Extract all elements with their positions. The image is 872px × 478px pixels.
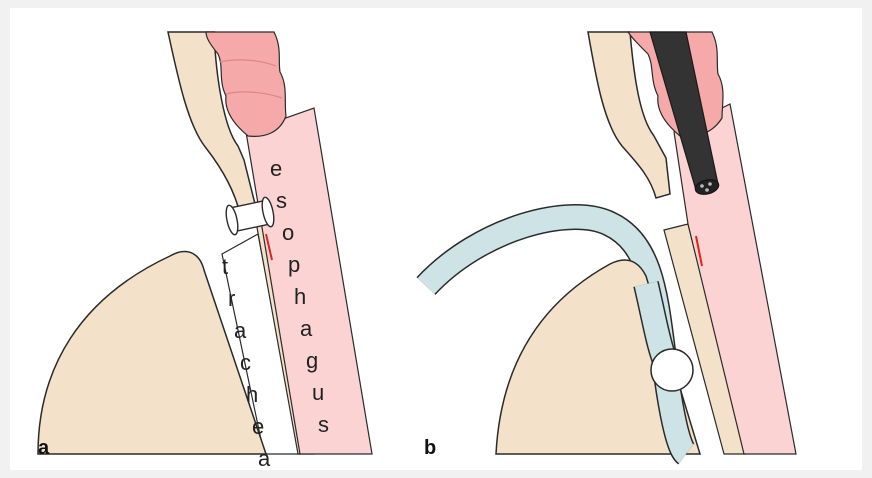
figure: e s o p h a g u s t r a c h e a a: [10, 8, 862, 470]
panel-a-letter: a: [38, 437, 50, 459]
esophagus-label-letter: s: [276, 188, 287, 213]
esophagus-label-letter: u: [312, 380, 324, 405]
tube-cuff: [651, 349, 693, 391]
trachea-label-letter: h: [246, 382, 258, 407]
esophagus-label-letter: s: [318, 412, 329, 437]
esophagus-label-letter: e: [270, 156, 282, 181]
panel-a: e s o p h a g u s t r a c h e a a: [38, 32, 372, 470]
esophagus-label-letter: o: [282, 220, 294, 245]
trachea-label-letter: t: [222, 254, 228, 279]
trachea-label-letter: a: [234, 318, 247, 343]
esophagus-label-letter: a: [300, 316, 313, 341]
panel-b: b: [424, 32, 796, 459]
trachea-label-letter: c: [240, 350, 251, 375]
esophagus-label-letter: g: [306, 348, 318, 373]
esophagus-label-letter: h: [294, 284, 306, 309]
trachea-label-letter: a: [258, 446, 271, 470]
trachea-label-letter: e: [252, 414, 264, 439]
panel-b-letter: b: [424, 437, 436, 459]
diagram-canvas: e s o p h a g u s t r a c h e a a: [10, 8, 862, 470]
trachea-label-letter: r: [228, 286, 235, 311]
esophagus-label-letter: p: [288, 252, 300, 277]
